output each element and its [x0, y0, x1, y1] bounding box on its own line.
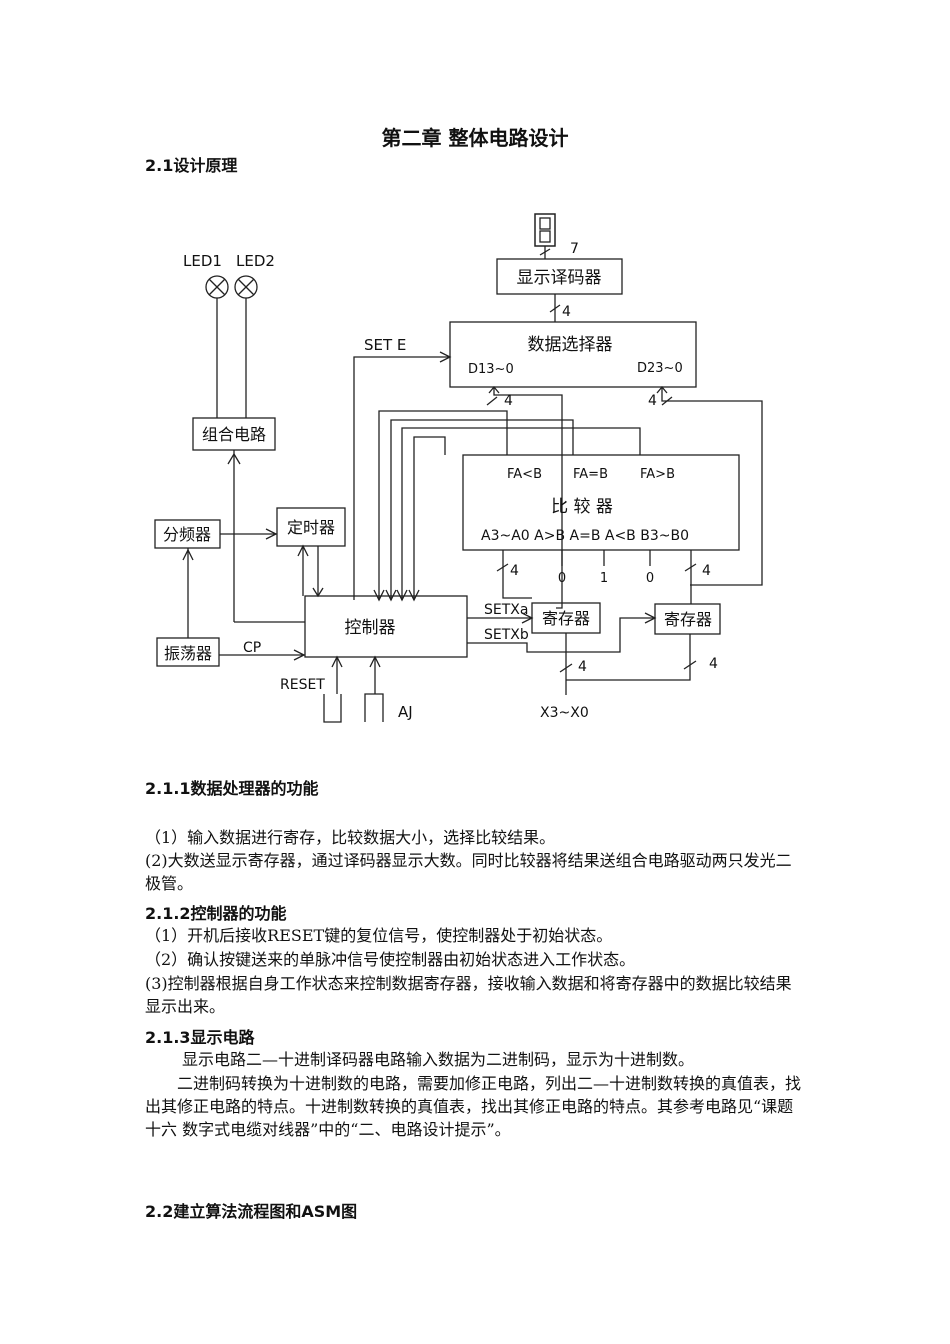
led2-lamp-icon: [234, 275, 258, 299]
led1-label: LED1: [183, 252, 222, 270]
d2-input-label: D23~0: [637, 361, 683, 376]
paragraph-2-1-2-1: （1）开机后接收RESET键的复位信号，使控制器处于初始状态。: [145, 926, 613, 945]
display-bits-label: 7: [570, 241, 579, 257]
paragraph-2-1-1-2: (2)大数送显示寄存器，通过译码器显示大数。同时比较器将结果送组合电路驱动两只发…: [145, 851, 792, 893]
block-diagram: 7 显示译码器 4 数据选择器 D13~0 D23~0 SET E 4 4 LE…: [154, 213, 763, 723]
section-heading-2-1-2: 2.1.2控制器的功能: [145, 904, 287, 923]
paragraph-2-1-3-2: 二进制码转换为十进制数的电路，需要加修正电路，列出二—十进制数转换的真值表，找出…: [145, 1074, 802, 1139]
d1-input-label: D13~0: [468, 362, 514, 377]
comparator-label: 比 较 器: [551, 497, 613, 517]
reset-label: RESET: [280, 677, 325, 693]
setxb-label: SETXb: [484, 627, 529, 643]
fa-lt-b-label: FA<B: [507, 467, 542, 482]
timer-label: 定时器: [287, 518, 335, 537]
d1-bus-label: 4: [504, 393, 513, 409]
section-heading-2-1: 2.1设计原理: [145, 156, 238, 175]
paragraph-2-1-3-1: 显示电路二—十进制译码器电路输入数据为二进制码，显示为十进制数。: [182, 1050, 695, 1069]
combo-circuit-label: 组合电路: [202, 425, 266, 444]
controller-box: [304, 595, 468, 658]
divider-label: 分频器: [163, 525, 211, 544]
input-bus-label: X3~X0: [540, 705, 589, 721]
reg-a-bus-label: 4: [578, 659, 587, 675]
section-heading-2-1-1: 2.1.1数据处理器的功能: [145, 779, 319, 798]
chapter-title: 第二章 整体电路设计: [381, 126, 569, 150]
set-e-label: SET E: [364, 336, 406, 354]
seven-segment-icon: [534, 213, 556, 247]
aj-label: AJ: [398, 703, 413, 721]
cascade-input-1: 1: [600, 571, 608, 586]
led2-label: LED2: [236, 252, 275, 270]
cascade-input-0b: 0: [646, 571, 654, 586]
led1-lamp-icon: [205, 275, 229, 299]
cascade-input-0a: 0: [558, 571, 566, 586]
cp-label: CP: [243, 640, 261, 656]
register-b-box: [654, 603, 721, 635]
paragraph-2-1-2-3: (3)控制器根据自身工作状态来控制数据寄存器，接收输入数据和将寄存器中的数据比较…: [145, 974, 792, 1016]
reg-b-bus-label: 4: [709, 656, 718, 672]
fa-eq-b-label: FA=B: [573, 467, 608, 482]
comparator-b-bus-label: 4: [702, 563, 711, 579]
setxa-label: SETXa: [484, 602, 528, 618]
timer-box: [276, 507, 346, 547]
controller-label: 控制器: [345, 618, 396, 638]
comparator-inputs-label: A3~A0 A>B A=B A<B B3~B0: [481, 528, 689, 544]
fa-gt-b-label: FA>B: [640, 467, 675, 482]
register-b-label: 寄存器: [664, 610, 712, 629]
register-a-label: 寄存器: [542, 609, 590, 628]
paragraph-2-1-1-1: （1）输入数据进行寄存，比较数据大小，选择比较结果。: [145, 828, 556, 847]
decoder-bus-label: 4: [562, 304, 571, 320]
section-heading-2-1-3: 2.1.3显示电路: [145, 1028, 255, 1047]
oscillator-label: 振荡器: [164, 644, 212, 663]
aj-pulse-icon: [364, 693, 384, 722]
display-decoder-box: [496, 258, 623, 295]
section-heading-2-2: 2.2建立算法流程图和ASM图: [145, 1202, 358, 1221]
reset-pulse-icon: [323, 694, 342, 723]
d2-bus-label: 4: [648, 393, 657, 409]
display-decoder-label: 显示译码器: [517, 268, 602, 288]
comparator-box: [462, 454, 740, 551]
comparator-a-bus-label: 4: [510, 563, 519, 579]
paragraph-2-1-2-2: （2）确认按键送来的单脉冲信号使控制器由初始状态进入工作状态。: [145, 950, 636, 969]
data-selector-box: [449, 321, 697, 388]
data-selector-label: 数据选择器: [528, 335, 613, 355]
